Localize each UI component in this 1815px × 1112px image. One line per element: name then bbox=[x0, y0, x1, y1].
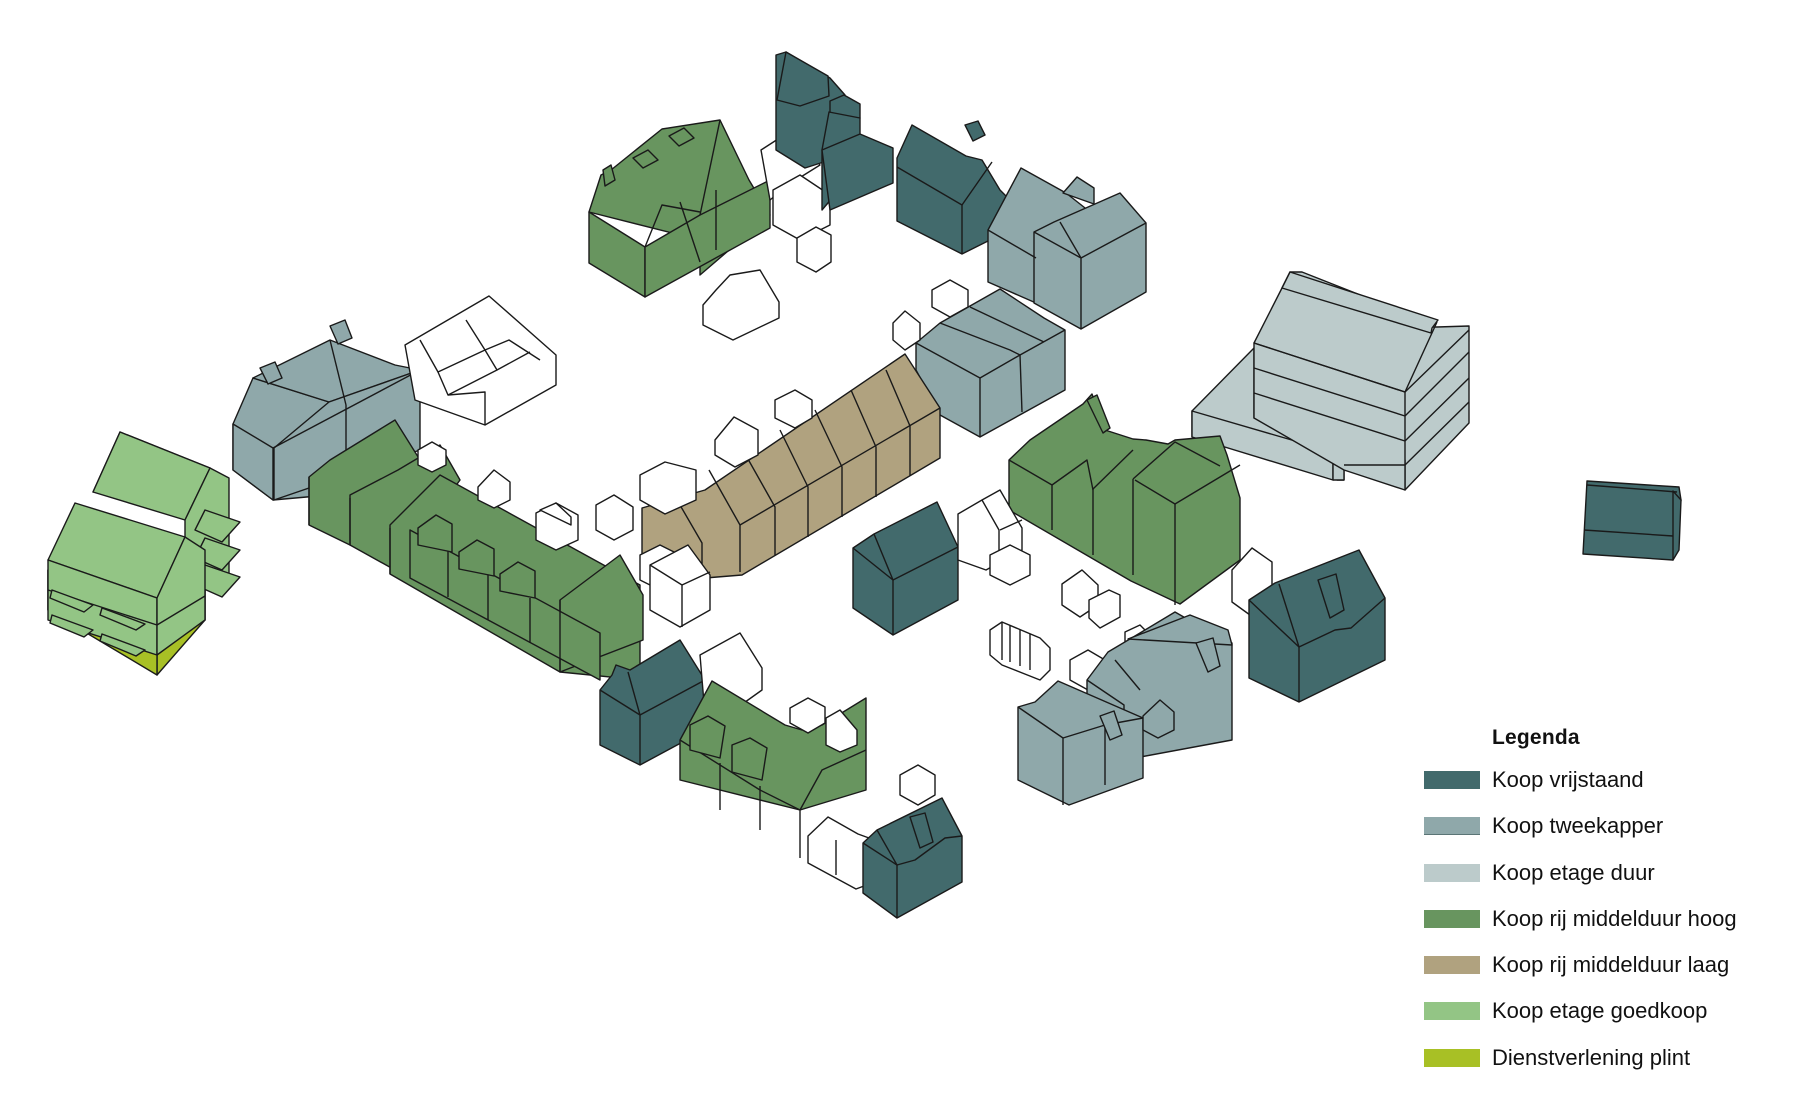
building-vrijstaand-top bbox=[775, 51, 1011, 255]
outbuildings-center-left bbox=[417, 441, 634, 551]
legend-label: Koop rij middelduur hoog bbox=[1492, 906, 1737, 931]
legend-label: Koop etage duur bbox=[1492, 860, 1655, 885]
legend-swatch bbox=[1424, 1002, 1480, 1020]
legend-swatch bbox=[1424, 817, 1480, 835]
outbuildings-bottom bbox=[789, 697, 936, 890]
building-etage-duur-right bbox=[1191, 271, 1470, 491]
building-rij-hoog-left bbox=[308, 419, 644, 681]
legend-label: Koop vrijstaand bbox=[1492, 767, 1644, 792]
legend-title: Legenda bbox=[1492, 726, 1580, 749]
building-tweekapper-center bbox=[892, 279, 1066, 438]
building-tweekapper-bottom bbox=[1017, 611, 1233, 806]
building-etage-goedkoop-left bbox=[47, 431, 241, 676]
outbuildings-tan-row bbox=[639, 389, 813, 628]
legend-item-dienstverlening-plint: Dienstverlening plint bbox=[1424, 1045, 1691, 1070]
legend-item-koop-tweekapper: Koop tweekapper bbox=[1424, 813, 1664, 838]
outbuildings-left-upper bbox=[404, 295, 557, 426]
legend-label: Dienstverlening plint bbox=[1492, 1045, 1691, 1070]
building-vrijstaand-center bbox=[852, 501, 959, 636]
legend-item-koop-etage-duur: Koop etage duur bbox=[1424, 860, 1655, 885]
legend-item-koop-vrijstaand: Koop vrijstaand bbox=[1424, 767, 1644, 792]
building-vrijstaand-bottom bbox=[862, 797, 963, 919]
building-vrijstaand-right bbox=[1231, 547, 1386, 703]
building-rij-hoog-bottom bbox=[679, 680, 867, 858]
legend-label: Koop etage goedkoop bbox=[1492, 998, 1708, 1023]
legend-swatch bbox=[1424, 1049, 1480, 1067]
legend-swatch bbox=[1424, 956, 1480, 974]
legend-swatch bbox=[1424, 864, 1480, 882]
legend-item-koop-etage-goedkoop: Koop etage goedkoop bbox=[1424, 998, 1708, 1023]
building-rij-hoog-right bbox=[1008, 393, 1241, 605]
building-vrijstaand-far-right bbox=[1582, 480, 1682, 561]
building-tweekapper-left bbox=[232, 319, 421, 501]
legend-item-koop-rij-middelduur-laag: Koop rij middelduur laag bbox=[1424, 952, 1730, 977]
legend-label: Koop tweekapper bbox=[1492, 813, 1664, 838]
legend-swatch bbox=[1424, 771, 1480, 789]
legend-item-koop-rij-middelduur-hoog: Koop rij middelduur hoog bbox=[1424, 906, 1737, 931]
legend-label: Koop rij middelduur laag bbox=[1492, 952, 1730, 977]
building-rij-laag-center bbox=[641, 353, 941, 591]
legend-swatch bbox=[1424, 910, 1480, 928]
building-rij-hoog-top bbox=[588, 119, 771, 298]
building-tweekapper-top-right bbox=[987, 167, 1147, 330]
